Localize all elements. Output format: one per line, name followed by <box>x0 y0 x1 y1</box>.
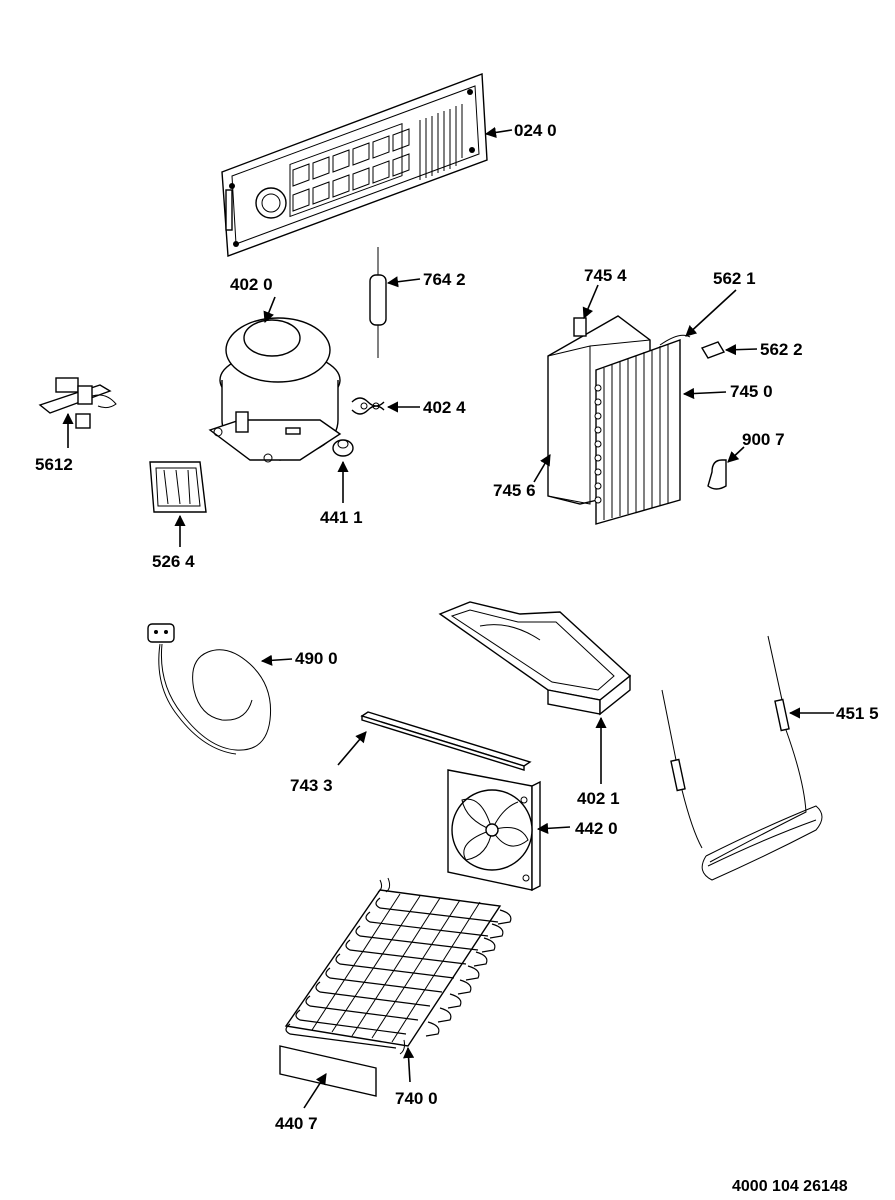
label-402-1: 402 1 <box>577 789 620 808</box>
defrost-heater <box>661 635 823 881</box>
label-900-7: 900 7 <box>742 430 785 449</box>
label-745-0: 745 0 <box>730 382 773 401</box>
label-024-0: 024 0 <box>514 121 557 140</box>
label-402-4: 402 4 <box>423 398 466 417</box>
label-490-0: 490 0 <box>295 649 338 668</box>
label-764-2: 764 2 <box>423 270 466 289</box>
label-526-4: 526 4 <box>152 552 195 571</box>
evaporator-clip <box>573 317 587 337</box>
mounting-clip <box>351 397 385 415</box>
reference-number: 4000 104 26148 <box>732 1178 848 1195</box>
power-cord <box>147 623 272 755</box>
sensor-holder <box>700 341 726 359</box>
label-745-6: 745 6 <box>493 481 536 500</box>
drip-tray <box>438 601 632 716</box>
label-562-2: 562 2 <box>760 340 803 359</box>
label-5612: 5612 <box>35 455 73 474</box>
control-panel-plate <box>221 73 488 257</box>
evaporator <box>594 334 691 525</box>
seal-strip <box>360 711 532 771</box>
label-743-3: 743 3 <box>290 776 333 795</box>
label-745-4: 745 4 <box>584 266 627 285</box>
rubber-grommet <box>332 439 354 457</box>
condenser-fan <box>447 769 541 892</box>
rating-plate <box>279 1045 377 1097</box>
drain-clip <box>707 459 727 490</box>
label-440-7: 440 7 <box>275 1114 318 1133</box>
condenser-coil <box>284 877 512 1055</box>
label-740-0: 740 0 <box>395 1089 438 1108</box>
label-441-1: 441 1 <box>320 508 363 527</box>
label-451-5: 451 5 <box>836 704 879 723</box>
label-402-0: 402 0 <box>230 275 273 294</box>
electronic-module <box>149 461 207 513</box>
relay-bracket <box>38 377 117 429</box>
filter-drier <box>369 247 387 358</box>
compressor <box>208 317 342 463</box>
label-562-1: 562 1 <box>713 269 756 288</box>
label-442-0: 442 0 <box>575 819 618 838</box>
